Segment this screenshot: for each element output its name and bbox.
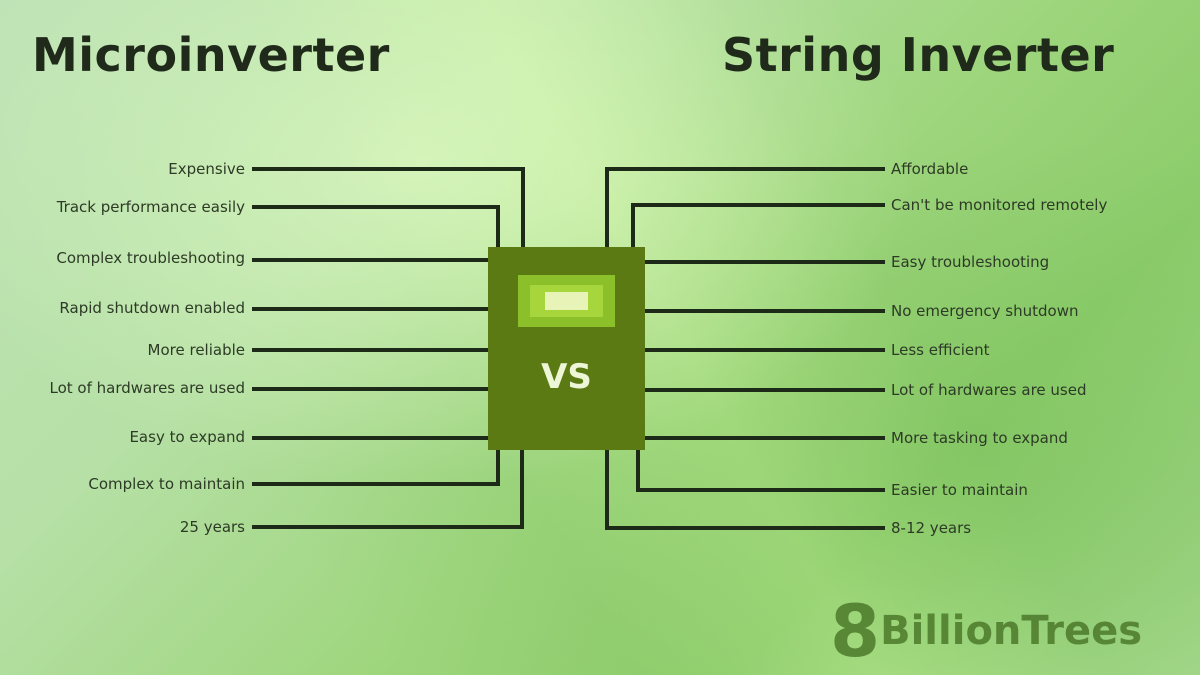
- connector-right-8: [636, 450, 885, 492]
- right-item: Easy troubleshooting: [891, 253, 1050, 271]
- left-item: Expensive: [168, 160, 245, 178]
- right-item: Less efficient: [891, 341, 990, 359]
- logo-mark: 8: [830, 589, 881, 673]
- right-item: Can't be monitored remotely: [891, 196, 1108, 214]
- vs-box: VS: [488, 247, 645, 450]
- string-inverter-title: String Inverter: [722, 28, 1115, 82]
- connector-right-9: [605, 450, 885, 530]
- left-item: Rapid shutdown enabled: [59, 299, 245, 317]
- microinverter-title: Microinverter: [32, 28, 390, 82]
- connector-left-2: [252, 205, 500, 247]
- right-item: No emergency shutdown: [891, 302, 1079, 320]
- right-item: 8-12 years: [891, 519, 972, 537]
- connector-right-1: [605, 167, 885, 247]
- logo-name: BillionTrees: [880, 608, 1143, 654]
- connector-right-2: [631, 203, 885, 247]
- right-item: Lot of hardwares are used: [891, 381, 1087, 399]
- left-item: 25 years: [179, 518, 245, 536]
- left-item: Easy to expand: [129, 428, 245, 446]
- connector-left-1: [252, 167, 525, 247]
- brand-logo: 8BillionTrees: [830, 595, 1142, 667]
- left-item: Lot of hardwares are used: [49, 379, 245, 397]
- left-item: Complex to maintain: [88, 475, 245, 493]
- connector-left-8: [252, 450, 500, 486]
- left-item: Complex troubleshooting: [56, 249, 245, 267]
- left-item: More reliable: [147, 341, 245, 359]
- left-item: Track performance easily: [56, 198, 245, 216]
- connector-left-9: [252, 450, 524, 529]
- inverter-chip-icon: [518, 275, 615, 327]
- right-item: More tasking to expand: [891, 429, 1068, 447]
- right-item: Affordable: [891, 160, 969, 178]
- vs-label: VS: [541, 357, 592, 397]
- right-item: Easier to maintain: [891, 481, 1028, 499]
